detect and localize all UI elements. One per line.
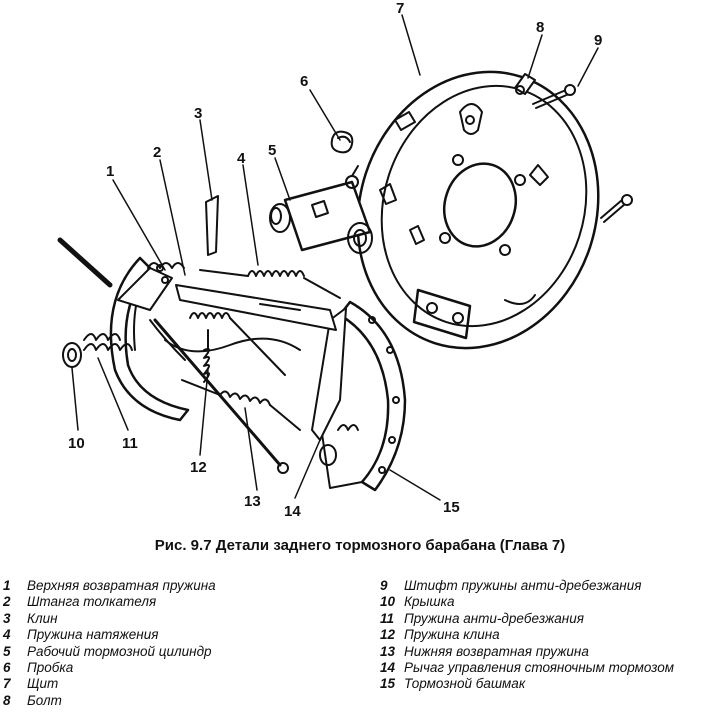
legend-number: 9 bbox=[380, 578, 388, 593]
legend-label: Верхняя возвратная пружина bbox=[27, 578, 216, 593]
callout-14: 14 bbox=[284, 503, 301, 520]
callout-8: 8 bbox=[536, 19, 544, 36]
lower-return-spring bbox=[181, 379, 301, 431]
figure-caption: Рис. 9.7 Детали заднего тормозного бараб… bbox=[154, 537, 566, 554]
legend-item: 2 Штанга толкателя bbox=[3, 594, 343, 610]
legend-label: Рабочий тормозной цилиндр bbox=[27, 643, 212, 659]
legend-number: 7 bbox=[3, 676, 11, 692]
legend-number: 14 bbox=[380, 660, 396, 676]
anti-rattle-pin bbox=[532, 84, 633, 223]
legend-item: 11 Пружина анти-дребезжания bbox=[380, 611, 720, 627]
legend-number: 3 bbox=[3, 610, 11, 626]
leader-lines bbox=[71, 14, 599, 501]
legend-number: 4 bbox=[3, 627, 11, 643]
wedge bbox=[205, 195, 219, 256]
brake-shoe-left bbox=[109, 256, 190, 422]
legend-number: 12 bbox=[380, 627, 396, 643]
legend-item: 14 Рычаг управления стояночным тормозом bbox=[380, 660, 720, 676]
legend-label: Пробка bbox=[27, 660, 74, 676]
legend-item: 8 Болт bbox=[3, 693, 343, 709]
legend-label: Тормозной башмак bbox=[404, 676, 526, 692]
upper-return-spring bbox=[147, 262, 185, 269]
legend-label: Пружина клина bbox=[404, 627, 500, 643]
legend-label: Штанга толкателя bbox=[27, 594, 157, 610]
legend-item: 7 Щит bbox=[3, 676, 343, 692]
legend-label: Клин bbox=[27, 610, 58, 626]
callout-10: 10 bbox=[68, 435, 85, 452]
legend-item: 10 Крышка bbox=[380, 594, 720, 610]
callout-1: 1 bbox=[106, 163, 114, 180]
callout-labels: 1 2 3 4 5 6 7 8 9 10 11 12 13 14 15 bbox=[68, 0, 602, 520]
parking-brake-lever bbox=[311, 307, 347, 441]
legend-label: Рычаг управления стояночным тормозом bbox=[404, 660, 675, 676]
callout-4: 4 bbox=[237, 150, 246, 167]
callout-9: 9 bbox=[594, 32, 602, 49]
legend-label: Щит bbox=[27, 676, 59, 692]
parking-brake-cable bbox=[57, 237, 301, 474]
legend-item: 15 Тормозной башмак bbox=[380, 676, 720, 692]
legend-item: 1 Верхняя возвратная пружина bbox=[3, 578, 343, 594]
plug bbox=[330, 130, 354, 154]
callout-5: 5 bbox=[268, 142, 276, 159]
anti-rattle-spring bbox=[83, 333, 133, 351]
cap bbox=[62, 342, 82, 368]
callout-6: 6 bbox=[300, 73, 308, 90]
legend-label: Штифт пружины анти-дребезжания bbox=[404, 578, 642, 593]
callout-3: 3 bbox=[194, 105, 202, 122]
push-rod bbox=[175, 284, 337, 331]
callout-13: 13 bbox=[244, 493, 261, 510]
legend-label: Болт bbox=[27, 692, 62, 708]
legend-label: Пружина натяжения bbox=[27, 627, 159, 643]
bolt bbox=[514, 73, 536, 95]
legend-label: Пружина анти-дребезжания bbox=[404, 610, 584, 626]
legend-item: 13 Нижняя возвратная пружина bbox=[380, 644, 720, 660]
legend-item: 9 Штифт пружины анти-дребезжания bbox=[380, 578, 720, 594]
hold-down-spring bbox=[189, 312, 359, 431]
legend-number: 8 bbox=[3, 692, 11, 708]
legend-number: 1 bbox=[3, 578, 11, 593]
legend-number: 5 bbox=[3, 643, 11, 659]
legend-item: 5 Рабочий тормозной цилиндр bbox=[3, 644, 343, 660]
callout-11: 11 bbox=[122, 435, 138, 452]
legend-number: 2 bbox=[3, 594, 11, 610]
legend-number: 11 bbox=[380, 610, 395, 626]
callout-15: 15 bbox=[443, 499, 460, 516]
callout-2: 2 bbox=[153, 144, 161, 161]
brake-drum-exploded-diagram: 1 2 3 4 5 6 7 8 9 10 11 12 13 14 15 bbox=[57, 0, 633, 520]
tension-spring bbox=[199, 269, 341, 299]
wheel-cylinder bbox=[269, 165, 373, 254]
legend-label: Крышка bbox=[404, 594, 455, 610]
legend-item: 4 Пружина натяжения bbox=[3, 627, 343, 643]
legend-item: 6 Пробка bbox=[3, 660, 343, 676]
legend-label: Нижняя возвратная пружина bbox=[404, 643, 589, 659]
legend-item: 12 Пружина клина bbox=[380, 627, 720, 643]
legend-number: 15 bbox=[380, 676, 396, 692]
callout-12: 12 bbox=[190, 459, 207, 476]
legend-number: 6 bbox=[3, 660, 11, 676]
legend-right: 9 Штифт пружины анти-дребезжания 10 Крышка… bbox=[380, 578, 720, 693]
callout-7: 7 bbox=[396, 0, 404, 17]
legend-number: 10 bbox=[380, 594, 396, 610]
legend-number: 13 bbox=[380, 643, 396, 659]
legend-left: 1 Верхняя возвратная пружина 2 Штанга толк… bbox=[3, 578, 343, 709]
legend-item: 3 Клин bbox=[3, 611, 343, 627]
